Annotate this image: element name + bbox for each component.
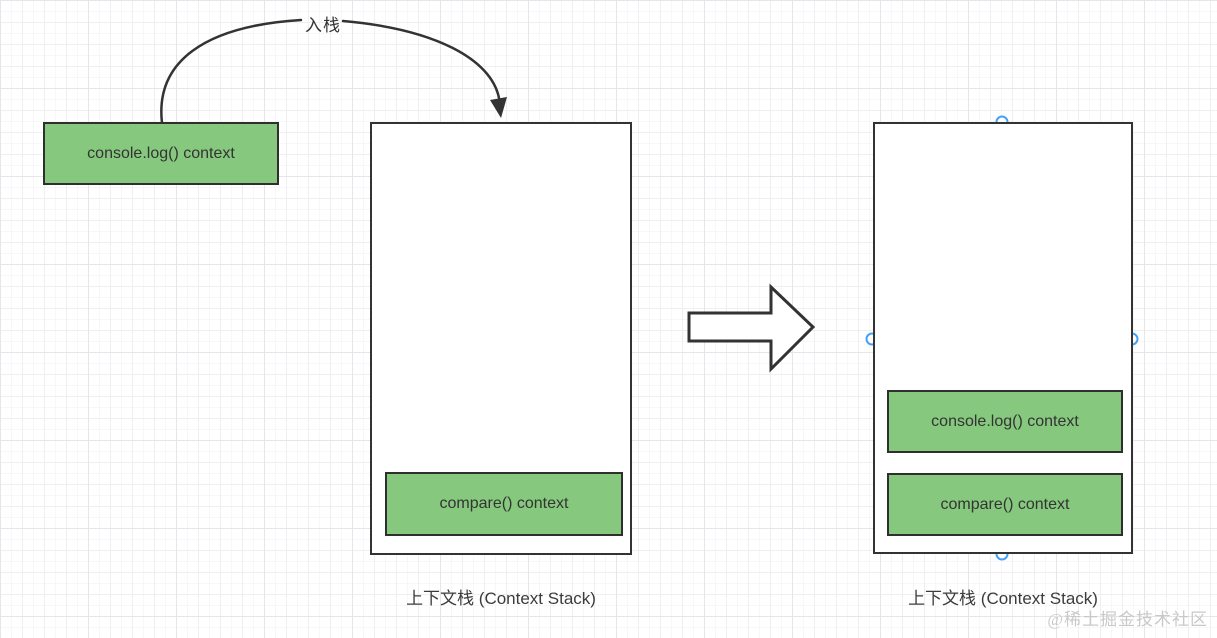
push-connector-arrowhead-icon [490, 97, 507, 118]
context-stack-after-caption: 上下文栈 (Context Stack) [908, 589, 1098, 608]
context-stack-before[interactable]: compare() context [370, 122, 632, 555]
push-connector-segment-end [341, 19, 501, 100]
node-compare-context[interactable]: compare() context [385, 472, 623, 536]
context-stack-after[interactable]: console.log() context compare() context [873, 122, 1133, 554]
push-connector-label[interactable]: 入栈 [305, 16, 341, 35]
node-console-log-context-pushed[interactable]: console.log() context [887, 390, 1123, 453]
transition-right-arrow-icon[interactable] [687, 283, 816, 373]
watermark: @稀土掘金技术社区 [1047, 610, 1208, 629]
node-console-log-context[interactable]: console.log() context [43, 122, 279, 185]
node-compare-context-pushed[interactable]: compare() context [887, 473, 1123, 536]
push-connector-segment-start [160, 18, 303, 125]
context-stack-before-caption: 上下文栈 (Context Stack) [406, 589, 596, 608]
